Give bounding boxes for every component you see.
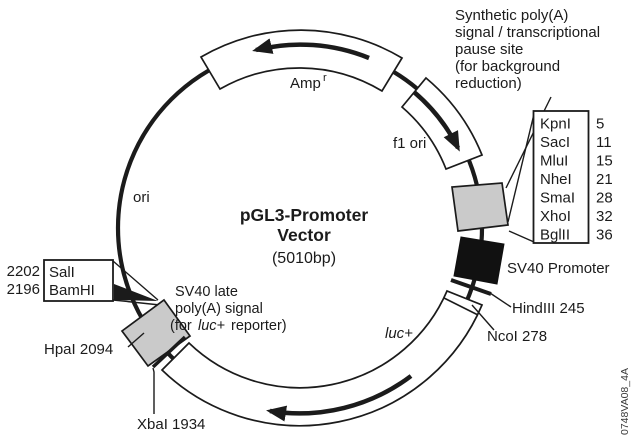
restriction-enzyme: BglII (540, 227, 570, 244)
hpai-site-label: HpaI 2094 (44, 341, 113, 358)
xbai-junction-tick (151, 335, 187, 369)
restriction-enzyme: SacI (540, 134, 570, 151)
synthetic-polya-line1: Synthetic poly(A) (455, 7, 568, 24)
sali-enzyme-label: SalI (49, 264, 75, 281)
luc-gene-label: luc+ (385, 325, 413, 342)
sv40-late-line3-luc: luc+ (198, 318, 225, 334)
sv40-promoter-feature-box (453, 236, 505, 285)
bamhi-enzyme-label: BamHI (49, 282, 95, 299)
mcs-funnel-bottom-line (508, 230, 535, 243)
amp-gene-band (199, 29, 404, 93)
synthetic-polya-line2: signal / transcriptional (455, 24, 600, 41)
luc-direction-arrow (266, 374, 413, 422)
xbai-leader-line (152, 367, 155, 414)
restriction-position: 11 (596, 134, 612, 151)
plasmid-title-line1: pGL3-Promoter (240, 205, 369, 225)
sali-bamhi-funnel-bottom-line (112, 299, 161, 306)
restriction-enzyme: SmaI (540, 190, 575, 207)
restriction-position: 32 (596, 208, 613, 225)
xbai-site-label: XbaI 1934 (137, 416, 205, 433)
ori-label: ori (133, 189, 150, 206)
sv40-late-line1: SV40 late (175, 284, 238, 300)
restriction-position: 21 (596, 171, 613, 188)
synthetic-polya-feature-box (451, 182, 509, 232)
ncoi-leader-line (471, 304, 495, 331)
f1-ori-direction-arrow (412, 90, 461, 152)
sali-bamhi-box (43, 259, 114, 302)
hpai-leader-line (127, 332, 145, 348)
restriction-enzyme: KpnI (540, 116, 571, 133)
restriction-position: 36 (596, 227, 613, 244)
ncoi-tick (443, 297, 479, 316)
sali-bamhi-funnel-top-line (112, 260, 159, 301)
restriction-position: 28 (596, 190, 613, 207)
luc-gene-band (160, 289, 484, 427)
plasmid-title-line2: Vector (277, 225, 331, 245)
restriction-sites-box (532, 110, 590, 244)
restriction-enzyme: XhoI (540, 208, 571, 225)
sv40-late-line2: poly(A) signal (175, 301, 263, 317)
sali-bamhi-junction-wedge (114, 284, 158, 301)
ncoi-site-label: NcoI 278 (487, 328, 547, 345)
bamhi-position-label: 2196 (7, 281, 40, 298)
restriction-enzyme: MluI (540, 153, 568, 170)
hindiii-site-label: HindIII 245 (512, 300, 585, 317)
synthetic-polya-line3: pause site (455, 41, 523, 58)
f1-ori-label: f1 ori (393, 135, 426, 152)
amp-superscript-r: r (323, 72, 327, 84)
figure-code: 0748VA08_4A (619, 368, 631, 435)
sv40-late-line3-pre: (for (170, 318, 192, 334)
sv40-promoter-label: SV40 Promoter (507, 260, 610, 277)
hindiii-leader-line (489, 292, 512, 308)
sali-position-label: 2202 (7, 263, 40, 280)
restriction-position: 15 (596, 153, 613, 170)
sv40-late-line3-post: reporter) (231, 318, 287, 334)
sv40-late-polya-feature-box (120, 298, 192, 368)
hindiii-tick (450, 278, 492, 296)
restriction-enzyme: NheI (540, 171, 572, 188)
mcs-funnel-top-line (507, 113, 535, 223)
plasmid-size-label: (5010bp) (272, 250, 336, 267)
synthetic-polya-line4: (for background (455, 58, 560, 75)
synthetic-polya-line5: reduction) (455, 75, 522, 92)
restriction-position: 5 (596, 116, 604, 133)
amp-gene-label: Amp (290, 75, 321, 92)
amp-direction-arrow (252, 38, 370, 61)
